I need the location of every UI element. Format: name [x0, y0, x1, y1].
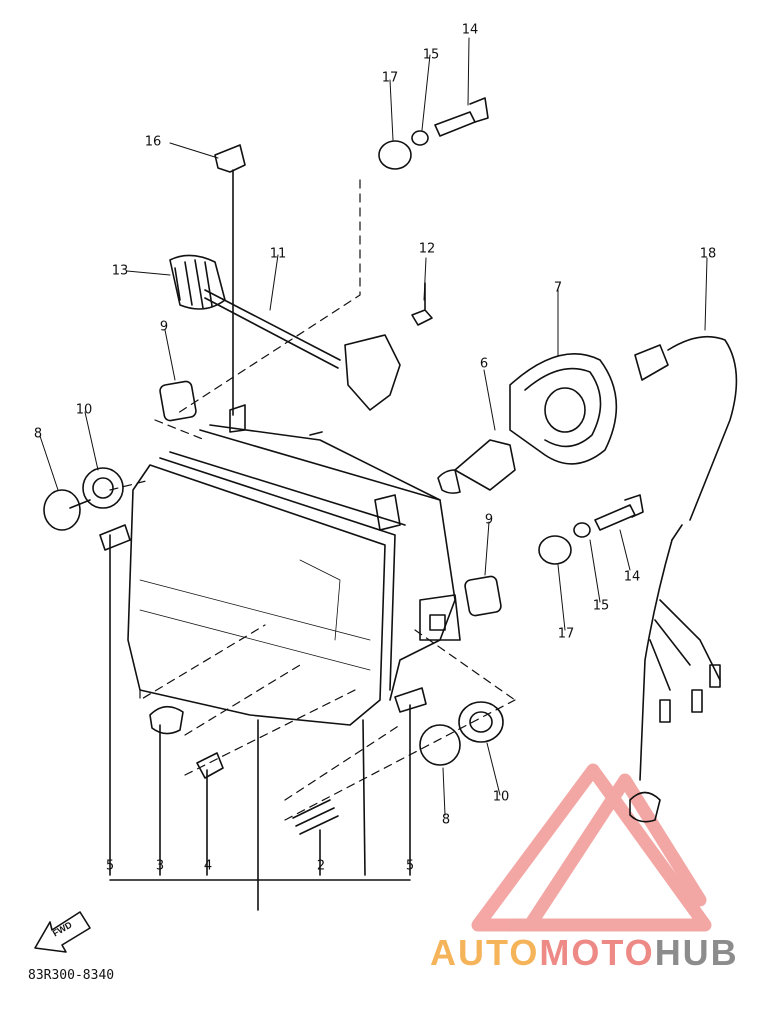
- label-4: 4: [203, 858, 213, 874]
- label-11: 11: [269, 246, 287, 262]
- grommet-9-top: [159, 380, 197, 422]
- label-3: 3: [155, 858, 165, 874]
- label-16: 16: [144, 134, 162, 150]
- label-leaders: [39, 37, 708, 816]
- label-5-right: 5: [405, 858, 415, 874]
- clip-5-right: [394, 687, 427, 713]
- watermark-text: AUTOMOTOHUB: [430, 932, 739, 974]
- label-14-top: 14: [461, 22, 479, 38]
- forward-arrow: [34, 911, 91, 953]
- dashed-leaders: [109, 179, 516, 821]
- label-5-left: 5: [105, 858, 115, 874]
- label-18: 18: [699, 246, 717, 262]
- part-4: [196, 752, 224, 779]
- screw-12: [411, 282, 433, 326]
- headlight-lens: [127, 451, 406, 726]
- bottom-bracket: [109, 534, 411, 911]
- label-15-right: 15: [592, 598, 610, 614]
- spring-2: [292, 799, 339, 835]
- clip-5-left: [99, 524, 131, 551]
- label-8-left: 8: [33, 426, 43, 442]
- bulb-socket: [437, 353, 618, 494]
- label-12: 12: [418, 241, 436, 257]
- label-8-right: 8: [441, 812, 451, 828]
- label-9-top: 9: [159, 319, 169, 335]
- label-9-right: 9: [484, 512, 494, 528]
- watermark-part3: HUB: [654, 932, 739, 973]
- diagram-code: 83R300-8340: [28, 968, 115, 983]
- label-15-top: 15: [422, 47, 440, 63]
- label-13: 13: [111, 263, 129, 279]
- watermark-part2: MOTO: [539, 932, 655, 973]
- headlight-case: [199, 404, 461, 701]
- part-3: [149, 705, 184, 735]
- grommet-9-right: [464, 575, 502, 617]
- wiring-harness: [629, 335, 738, 823]
- label-10-left: 10: [75, 402, 93, 418]
- grommet-10-right: [458, 701, 504, 743]
- watermark-logo: [471, 763, 712, 932]
- adjuster-assembly: [169, 144, 401, 416]
- pin-8-left: [43, 489, 81, 531]
- bolt-right: [538, 494, 644, 565]
- label-17-top: 17: [381, 70, 399, 86]
- label-10-right: 10: [492, 789, 510, 805]
- label-14-right: 14: [623, 569, 641, 585]
- grommet-10-left: [82, 467, 124, 509]
- watermark-part1: AUTO: [430, 932, 540, 973]
- bolt-top: [378, 97, 489, 170]
- label-2: 2: [316, 858, 326, 874]
- pin-8-right: [419, 724, 461, 766]
- label-17-right: 17: [557, 626, 575, 642]
- label-7: 7: [553, 280, 563, 296]
- label-6: 6: [479, 356, 489, 372]
